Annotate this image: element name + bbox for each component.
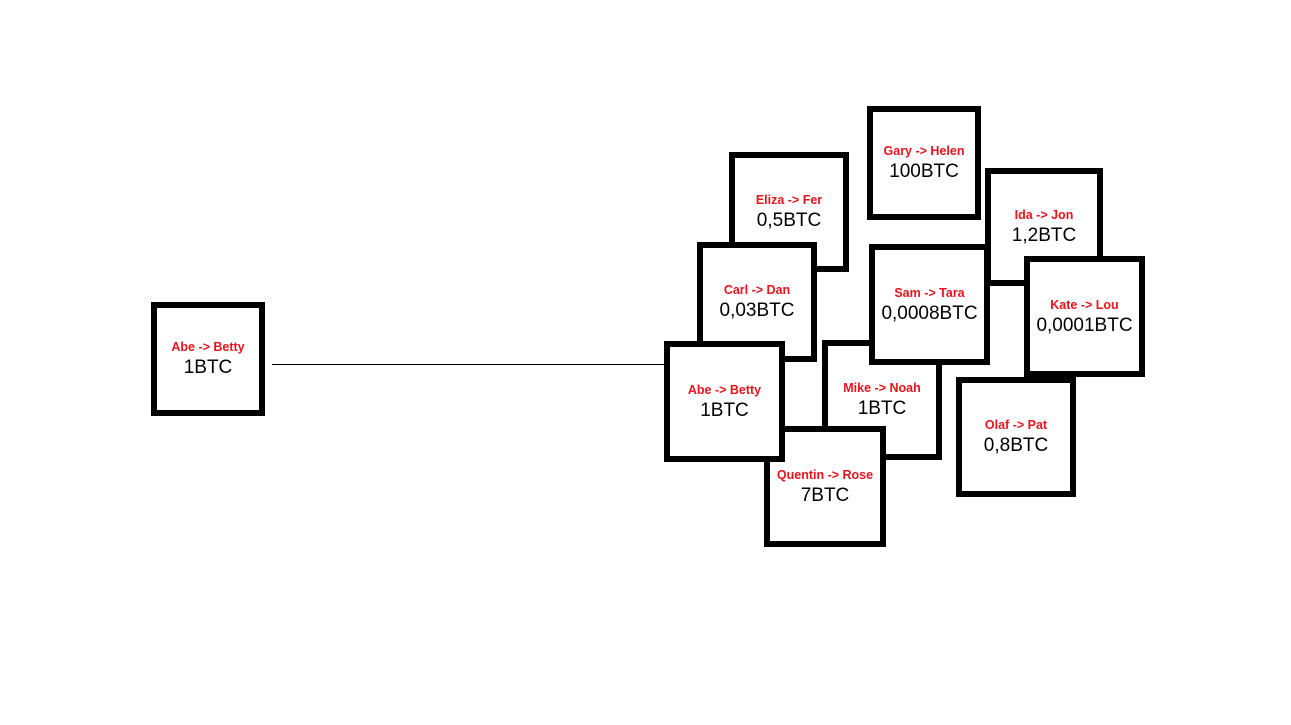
transaction-amount: 1BTC xyxy=(857,398,907,419)
transaction-amount: 0,0008BTC xyxy=(881,302,978,324)
transaction-label: Mike -> Noah xyxy=(843,381,921,395)
connector-line xyxy=(272,364,666,365)
transaction-box-gary-helen: Gary -> Helen 100BTC xyxy=(867,106,981,220)
transaction-label: Sam -> Tara xyxy=(894,285,965,300)
transaction-amount: 0,03BTC xyxy=(719,300,795,321)
transaction-amount: 1,2BTC xyxy=(1011,225,1077,246)
transaction-amount: 1BTC xyxy=(700,399,749,421)
transaction-amount: 0,0001BTC xyxy=(1036,314,1133,336)
transaction-label: Kate -> Lou xyxy=(1050,297,1119,312)
transaction-amount: 100BTC xyxy=(889,161,959,182)
transaction-label: Olaf -> Pat xyxy=(984,418,1048,432)
transaction-box-olaf-pat: Olaf -> Pat 0,8BTC xyxy=(956,377,1076,497)
transaction-label: Carl -> Dan xyxy=(723,283,791,297)
transaction-label: Quentin -> Rose xyxy=(776,467,874,482)
transaction-label: Abe -> Betty xyxy=(687,382,762,397)
transaction-amount: 0,5BTC xyxy=(756,210,822,231)
transaction-amount: 0,8BTC xyxy=(983,435,1049,456)
transaction-box-abe-betty: Abe -> Betty 1BTC xyxy=(664,341,785,462)
transaction-amount: 7BTC xyxy=(800,484,850,506)
transaction-label: Eliza -> Fer xyxy=(755,193,823,207)
transaction-label: Ida -> Jon xyxy=(1014,208,1074,222)
transaction-label: Abe -> Betty xyxy=(171,340,245,354)
transaction-amount: 1BTC xyxy=(183,357,233,378)
transaction-box-sam-tara: Sam -> Tara 0,0008BTC xyxy=(869,244,990,365)
transaction-label: Gary -> Helen xyxy=(883,144,965,158)
transaction-box-kate-lou: Kate -> Lou 0,0001BTC xyxy=(1024,256,1145,377)
source-transaction-box: Abe -> Betty 1BTC xyxy=(151,302,265,416)
